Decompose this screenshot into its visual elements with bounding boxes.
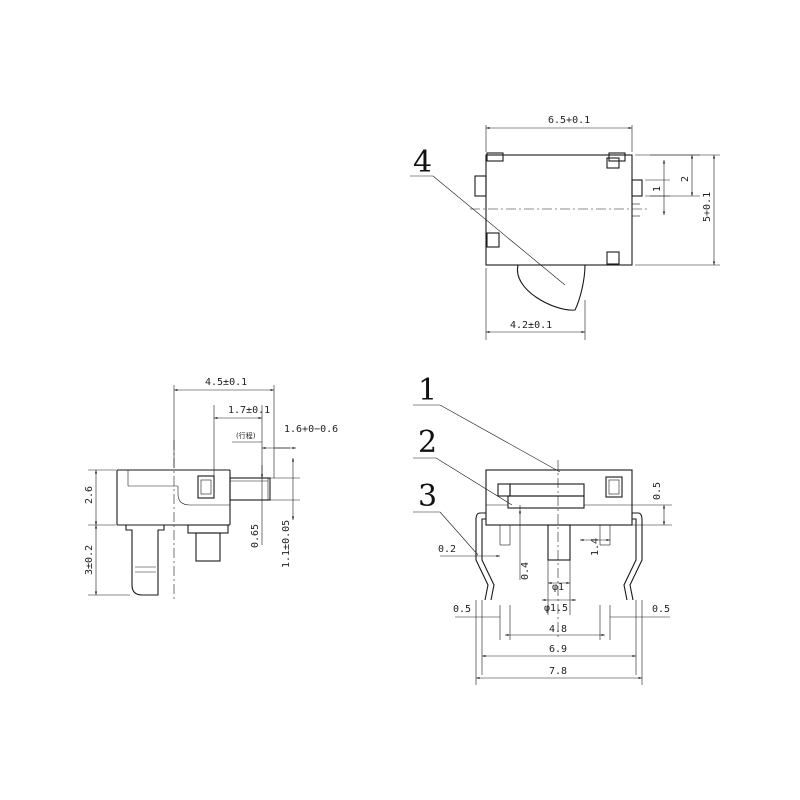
side-small-dim: 0.65 xyxy=(250,524,261,548)
front-left-terminal-inner xyxy=(481,518,495,601)
front-dim-78: 7.8 xyxy=(549,666,567,677)
side-switch-window xyxy=(197,475,215,499)
top-tab-left-top xyxy=(486,152,504,162)
front-dim-14: 1.4 xyxy=(590,538,601,556)
front-left-terminal-outer xyxy=(475,512,489,601)
side-left-pin xyxy=(125,525,165,596)
side-lever-dim: 1.6+0−0.6 xyxy=(284,424,338,435)
top-side-tab xyxy=(631,179,643,197)
callout-4: 4 xyxy=(413,145,432,180)
front-dim-02: 0.2 xyxy=(438,544,456,555)
side-height-dim: 2.6 xyxy=(84,486,95,504)
front-center-pin xyxy=(547,524,571,561)
front-actuator-bottom xyxy=(507,495,585,509)
callout-3: 3 xyxy=(418,479,437,514)
side-width-dim: 4.5±0.1 xyxy=(205,377,247,388)
side-thick-dim: 1.1±0.05 xyxy=(281,520,292,568)
top-view: 6.5+0.1 5+0.1 1 2 4.2±0.1 4 xyxy=(410,115,720,340)
side-lever xyxy=(229,477,271,501)
front-dim-69: 6.9 xyxy=(549,644,567,655)
front-view: 0.4 φ1 φ1.5 0.5 1.4 0.2 0.5 0.5 4.8 6.9 … xyxy=(413,373,672,685)
front-right-terminal-inner xyxy=(623,518,637,601)
front-dim-05-left: 0.5 xyxy=(453,604,471,615)
front-dim-04: 0.4 xyxy=(520,562,531,580)
front-dim-48: 4.8 xyxy=(549,624,567,635)
front-switch-window xyxy=(605,476,623,498)
top-actuator-arc xyxy=(517,264,586,311)
front-dim-05-right-top: 0.5 xyxy=(652,482,663,500)
side-right-pin-base xyxy=(187,524,229,534)
front-right-terminal-outer xyxy=(629,512,643,601)
callout-2: 2 xyxy=(418,425,437,460)
side-travel-dim: 1.7±0.1 xyxy=(228,405,270,416)
top-tab-right-top xyxy=(608,152,626,162)
top-slot-right-bottom xyxy=(606,251,620,265)
side-pin-dim: 3±0.2 xyxy=(84,545,95,575)
top-slot-left-bottom xyxy=(486,232,500,248)
top-inner-dim-1: 1 xyxy=(652,186,663,192)
side-travel-note: (行程) xyxy=(236,431,256,440)
top-lever-stub xyxy=(474,175,487,197)
top-height-dim: 5+0.1 xyxy=(702,192,713,222)
side-right-pin xyxy=(195,532,221,562)
top-width-dim: 6.5+0.1 xyxy=(548,115,590,126)
top-bottom-dim: 4.2±0.1 xyxy=(510,320,552,331)
front-actuator-top xyxy=(509,483,585,497)
top-inner-dim-2: 2 xyxy=(680,176,691,182)
front-dim-phi1: φ1 xyxy=(552,582,564,593)
side-view: 4.5±0.1 1.7±0.1 (行程) 1.6+0−0.6 2.6 3±0.2… xyxy=(84,377,338,600)
front-dim-phi15: φ1.5 xyxy=(544,603,568,614)
callout-1: 1 xyxy=(418,373,437,408)
front-dim-05-right: 0.5 xyxy=(652,604,670,615)
top-view-body xyxy=(485,154,633,266)
side-inner-pocket xyxy=(177,486,230,506)
top-slot-right-top xyxy=(606,157,620,169)
